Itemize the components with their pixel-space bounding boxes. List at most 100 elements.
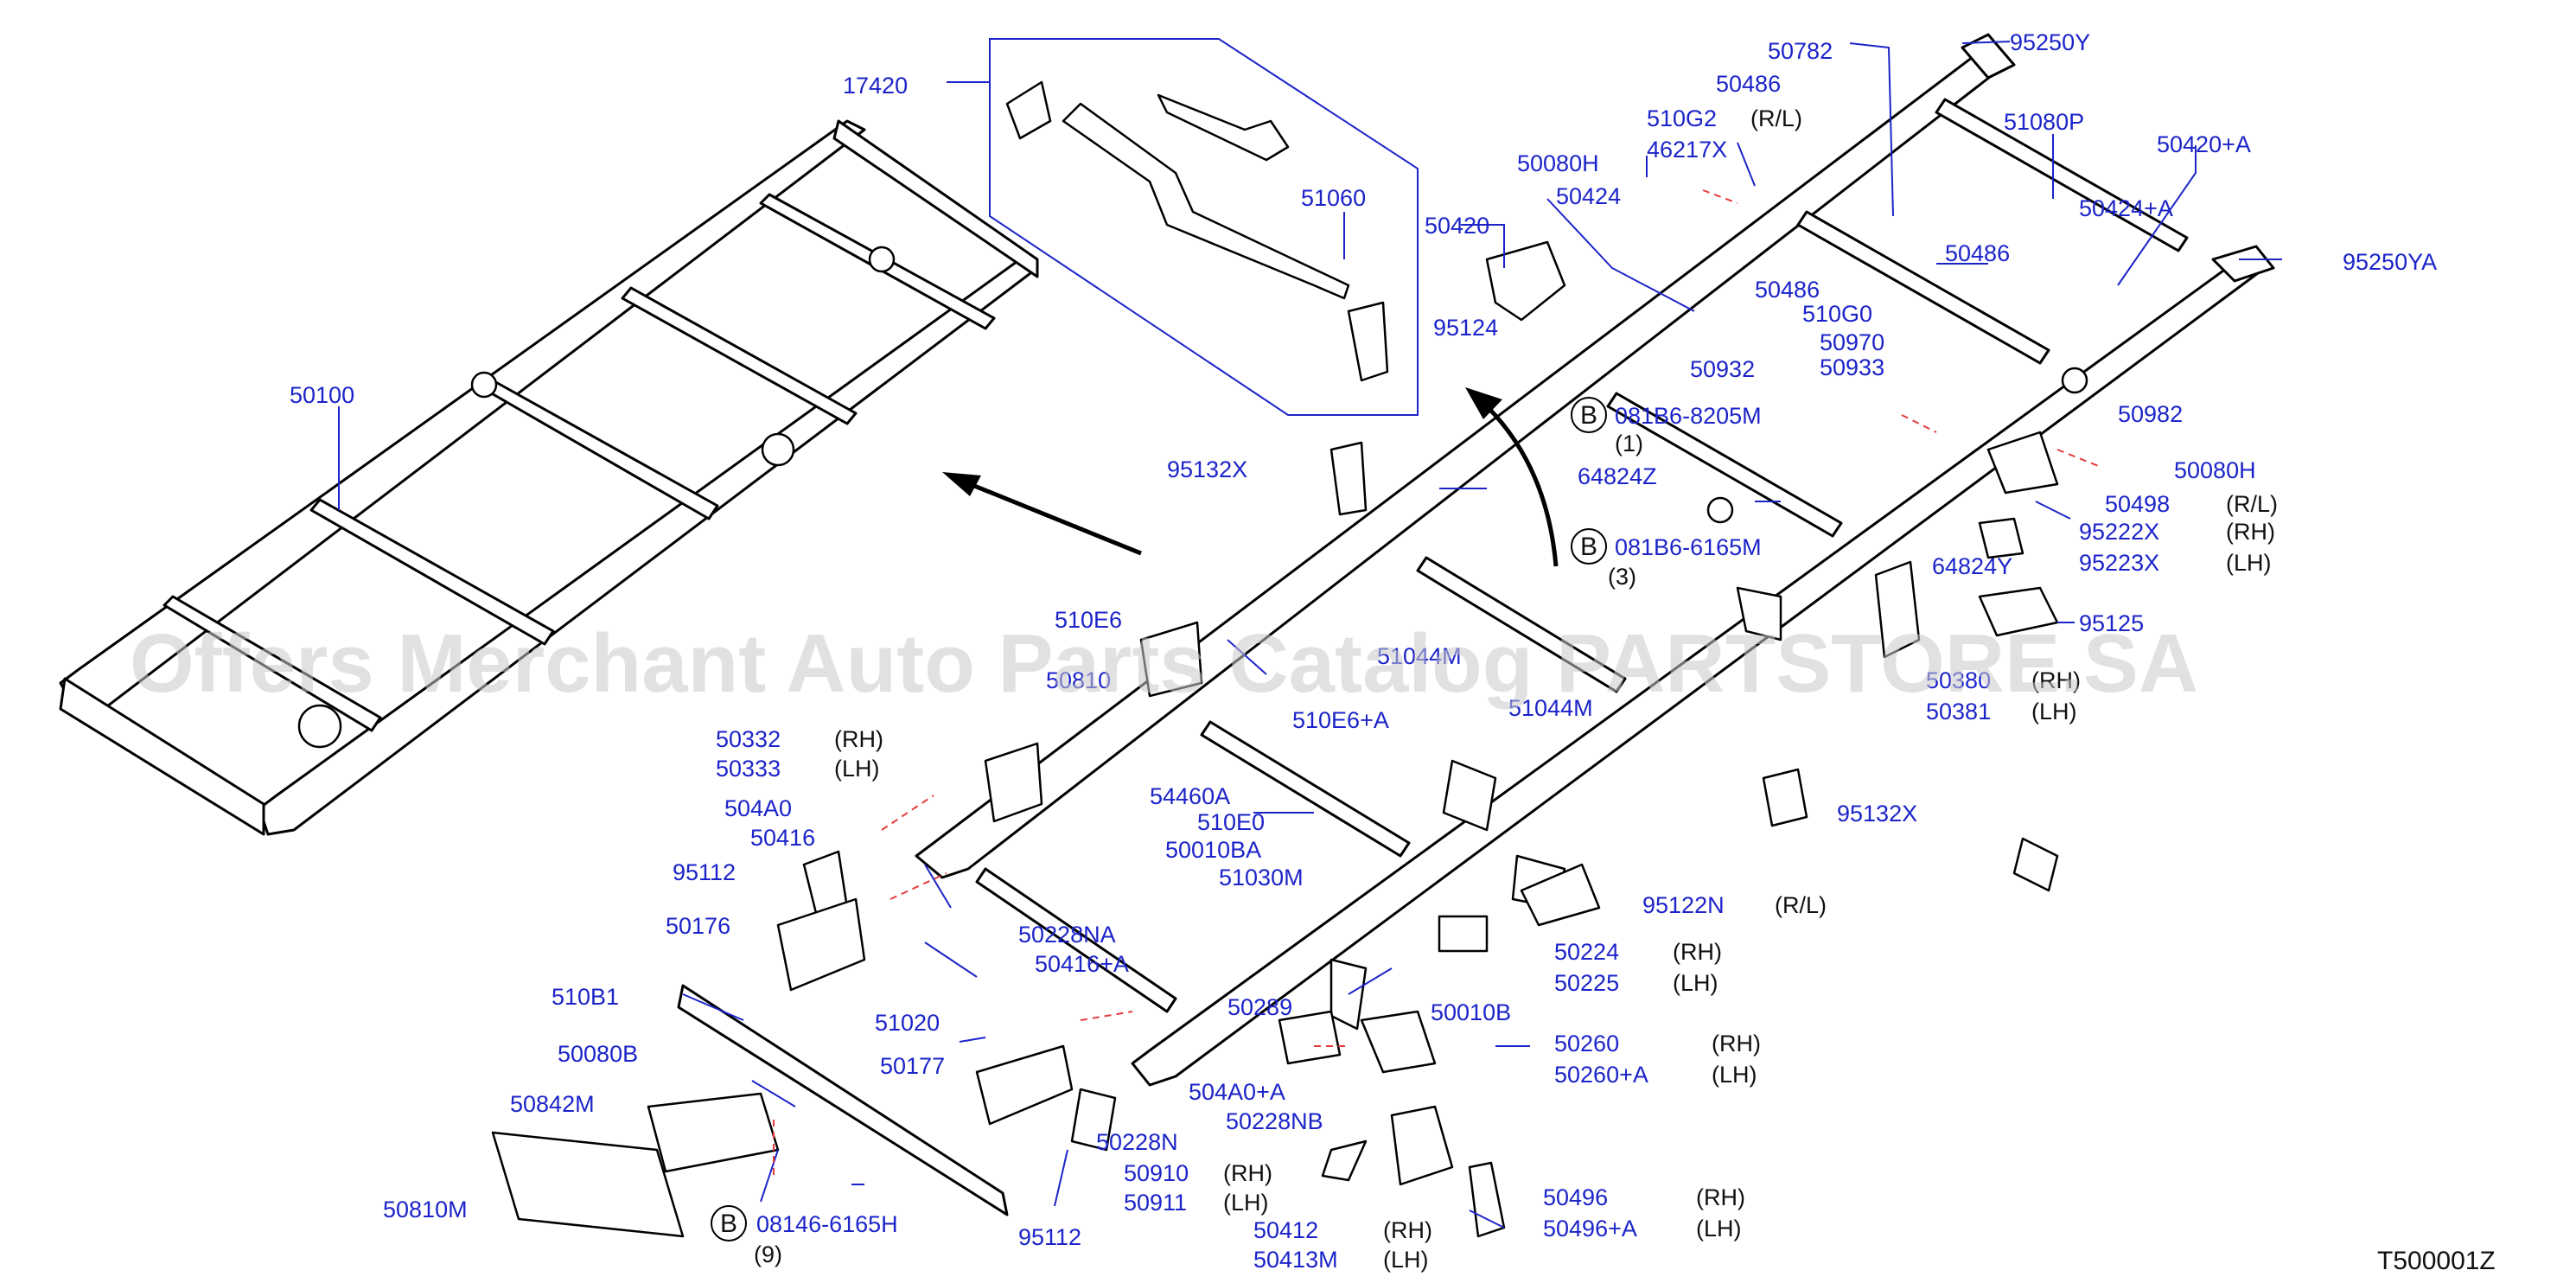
part-label: 51060 [1301, 185, 1366, 211]
part-label: 50412 [1253, 1217, 1318, 1243]
part-label: 50333 [716, 756, 781, 782]
part-label: 95124 [1433, 315, 1498, 341]
reference-code: T500001Z [2377, 1247, 2496, 1275]
part-label: 95250Y [2010, 29, 2090, 55]
part-label: 50982 [2118, 401, 2183, 427]
part-label: 95125 [2079, 610, 2144, 636]
part-label: 081B6-6165M [1615, 534, 1762, 560]
part-note: (R/L) [2226, 491, 2278, 517]
callout-b-1 [1571, 397, 1607, 433]
part-note: (LH) [2031, 699, 2077, 724]
callout-b-2 [1571, 528, 1607, 565]
part-label: 51080P [2004, 109, 2084, 135]
part-label: 50416 [750, 825, 815, 851]
part-note: (RH) [1712, 1031, 1761, 1056]
leader-lines [338, 41, 2282, 1229]
part-label: 50413M [1253, 1247, 1338, 1273]
part-label: 08146-6165H [756, 1211, 898, 1237]
callout-b-3 [711, 1205, 747, 1242]
part-label: 50224 [1554, 939, 1619, 965]
part-note: (1) [1615, 431, 1643, 456]
part-label: 50228NA [1018, 922, 1116, 948]
part-label: 50260 [1554, 1031, 1619, 1056]
exploded-parts [491, 240, 2059, 1238]
part-label: 50496+A [1543, 1216, 1637, 1242]
part-note: (R/L) [1775, 892, 1827, 918]
part-note: (R/L) [1750, 105, 1802, 131]
part-note: (RH) [1223, 1160, 1272, 1186]
watermark: Offers Merchant Auto Parts Catalog PARTS… [130, 617, 2198, 710]
callout-b-2-letter: B [1580, 533, 1597, 561]
part-note: (RH) [2226, 519, 2275, 545]
part-label: 50486 [1716, 71, 1781, 97]
part-label: 510E6 [1055, 607, 1122, 633]
part-label: 510E6+A [1292, 707, 1389, 733]
part-label: 50810M [383, 1197, 468, 1222]
part-label: 50424+A [2079, 195, 2173, 221]
part-note: (LH) [1383, 1247, 1429, 1273]
part-label: 95132X [1167, 456, 1247, 482]
part-label: 51044M [1377, 643, 1462, 669]
part-note: (RH) [1673, 939, 1722, 965]
callout-b-1-letter: B [1580, 401, 1597, 430]
part-label: 50380 [1926, 667, 1991, 693]
part-label: 081B6-8205M [1615, 403, 1762, 429]
part-label: 50176 [666, 913, 730, 939]
part-label: 95122N [1642, 892, 1725, 918]
part-label: 50424 [1556, 183, 1621, 209]
part-label: 50842M [510, 1091, 595, 1117]
part-label: 50416+A [1035, 951, 1129, 977]
part-label: 50381 [1926, 699, 1991, 724]
part-label: 50177 [880, 1053, 945, 1079]
part-note: (RH) [834, 726, 883, 752]
part-label: 50332 [716, 726, 781, 752]
part-label: 504A0 [724, 795, 792, 821]
main-frame-drawing [677, 33, 2275, 1216]
part-note: (LH) [1223, 1190, 1269, 1216]
part-label: 510E0 [1197, 809, 1265, 835]
part-note: (LH) [1673, 970, 1718, 996]
part-note: (LH) [1696, 1216, 1742, 1242]
part-label: 64824Z [1578, 463, 1657, 489]
part-note: (LH) [834, 756, 880, 782]
part-label: 50486 [1755, 277, 1820, 303]
part-label: 50289 [1227, 994, 1292, 1020]
part-label: 64824Y [1932, 553, 2012, 579]
part-label: 95222X [2079, 519, 2159, 545]
callout-circles: B B B [711, 397, 1607, 1242]
overview-frame-drawing [59, 119, 1039, 836]
part-label: 50010BA [1165, 837, 1261, 863]
part-label: 510G0 [1802, 301, 1872, 327]
part-note: (3) [1608, 564, 1636, 590]
part-label: 510B1 [552, 984, 619, 1010]
inset-box [989, 38, 1419, 416]
part-label: 50225 [1554, 970, 1619, 996]
part-note: (9) [754, 1242, 782, 1267]
part-note: (LH) [2226, 550, 2272, 576]
part-note: (RH) [2031, 667, 2081, 693]
part-label: 50782 [1768, 38, 1833, 64]
main-arrow [1465, 387, 1559, 567]
part-label: 17420 [843, 73, 908, 99]
part-label: 50228N [1096, 1129, 1178, 1155]
part-label: 50910 [1124, 1160, 1189, 1186]
part-note: (LH) [1712, 1062, 1757, 1088]
part-label: 50080H [1517, 150, 1599, 176]
part-label: 95250YA [2343, 249, 2437, 275]
part-label: 95112 [673, 859, 736, 885]
part-label: 50932 [1690, 356, 1755, 382]
part-labels: 50100 17420 51060 50420 95124 95132X 500… [290, 29, 2437, 1273]
part-label: 50080H [2174, 457, 2256, 483]
part-label: 50420 [1425, 213, 1489, 239]
part-label: 50496 [1543, 1184, 1608, 1210]
part-label: 50933 [1820, 354, 1884, 380]
part-label: 50100 [290, 382, 354, 408]
dashed-install-lines [773, 189, 2101, 1176]
part-note: (RH) [1383, 1217, 1432, 1243]
part-label: 50970 [1820, 329, 1884, 355]
part-label: 95132X [1837, 801, 1917, 827]
overview-arrow [942, 472, 1142, 556]
callout-b-3-letter: B [720, 1210, 737, 1238]
part-label: 50911 [1124, 1190, 1187, 1216]
